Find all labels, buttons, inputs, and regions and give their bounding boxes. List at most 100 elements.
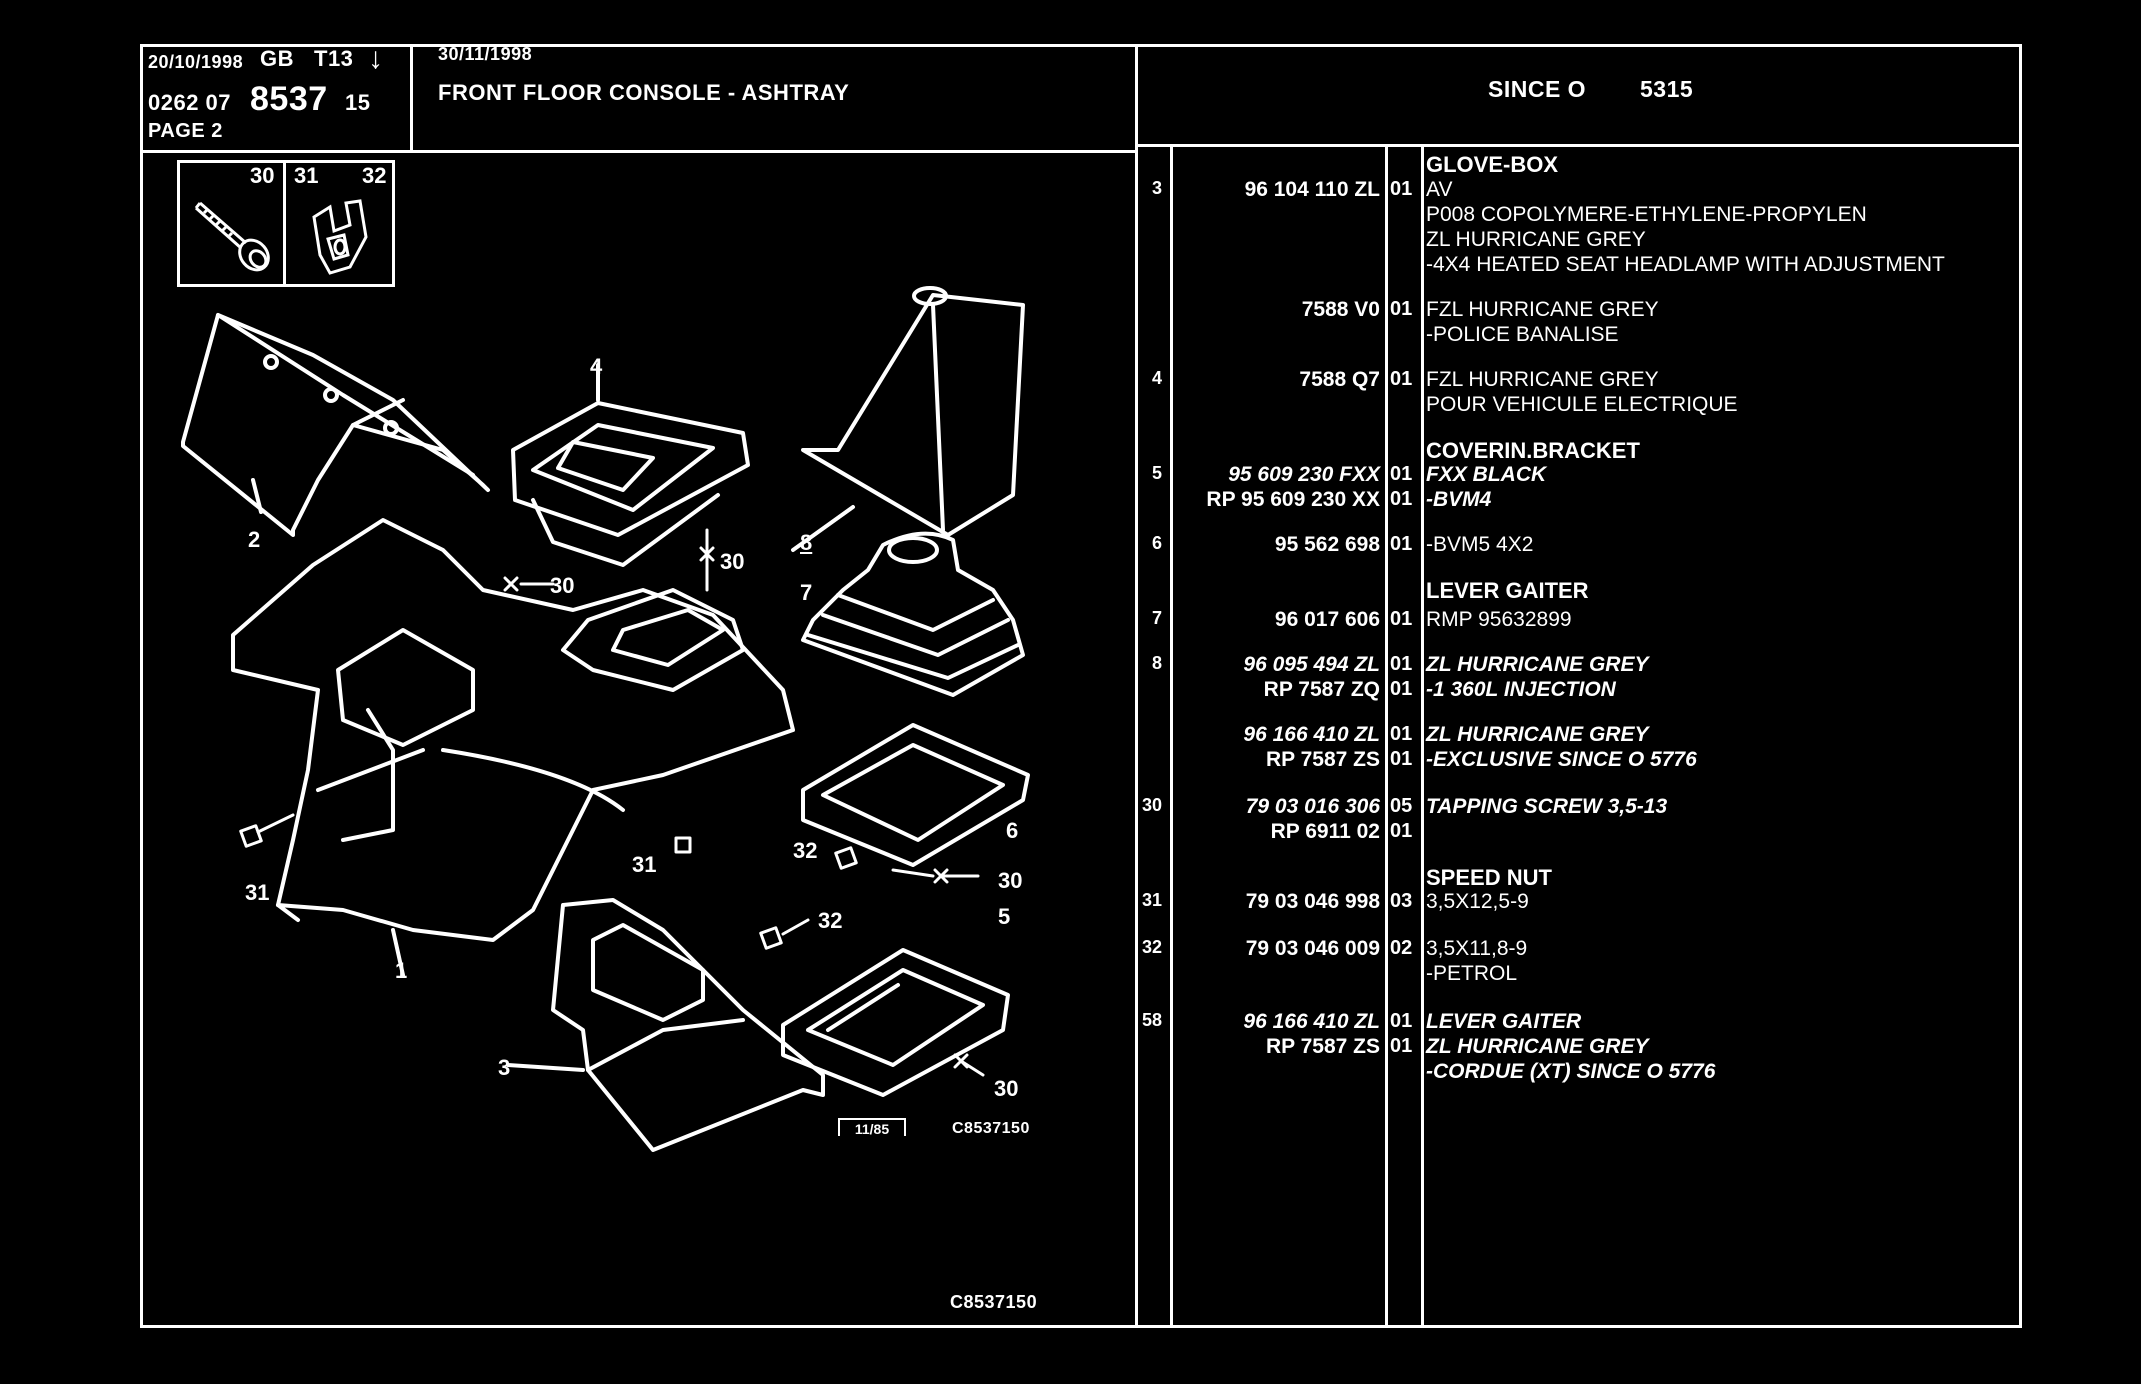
part-reference: 7588 Q7: [1299, 368, 1380, 391]
part-description: -CORDUE (XT) SINCE O 5776: [1426, 1060, 1716, 1083]
part-quantity: 03: [1390, 890, 1413, 912]
part-index: 6: [1151, 533, 1162, 553]
part-description: -POLICE BANALISE: [1426, 323, 1619, 346]
part-description: -BVM5 4X2: [1426, 533, 1534, 556]
part-reference: 96 104 110 ZL: [1244, 178, 1380, 201]
part-quantity: 01: [1390, 723, 1413, 745]
part-quantity: 01: [1390, 463, 1413, 485]
part-quantity: 01: [1390, 488, 1413, 510]
part-quantity: 01: [1390, 653, 1413, 675]
part-index: 32: [1141, 937, 1162, 957]
part-description: LEVER GAITER: [1426, 1010, 1582, 1033]
part-description: -PETROL: [1426, 962, 1518, 985]
part-reference: RP 7587 ZS: [1265, 1035, 1380, 1058]
part-description: 3,5X11,8-9: [1426, 937, 1528, 960]
part-quantity: 01: [1390, 368, 1413, 390]
part-reference: 96 095 494 ZL: [1243, 653, 1380, 676]
part-description: 3,5X12,5-9: [1426, 890, 1529, 913]
part-index: 5: [1151, 463, 1162, 483]
part-reference: RP 7587 ZQ: [1263, 678, 1380, 701]
part-description: -EXCLUSIVE SINCE O 5776: [1426, 748, 1697, 771]
date-stamp-text: 11/85: [854, 1121, 890, 1137]
ref-main: 8537: [250, 80, 328, 118]
region-code: GB: [260, 46, 294, 71]
callout-6: 6: [1006, 818, 1019, 843]
section-heading: LEVER GAITER: [1426, 578, 1589, 603]
part-index: 58: [1141, 1010, 1162, 1030]
part-reference: 95 609 230 FXX: [1228, 463, 1380, 486]
inset-label-30: 30: [250, 163, 275, 188]
callout-5: 5: [998, 904, 1011, 929]
part-quantity: 01: [1390, 748, 1413, 770]
inset-divider: [283, 163, 286, 287]
callout-3: 3: [498, 1055, 511, 1080]
down-arrow-icon: ↓: [368, 42, 384, 75]
since-value: 5315: [1640, 76, 1694, 102]
part-reference: 79 03 046 009: [1245, 937, 1380, 960]
date-right: 30/11/1998: [438, 44, 533, 64]
part-reference: 96 017 606: [1274, 608, 1380, 631]
exploded-drawing: [181, 286, 1030, 1152]
part-2-shape: [181, 313, 490, 537]
part-index: 4: [1151, 368, 1162, 388]
part-reference: 95 562 698: [1274, 533, 1380, 556]
part-description: ZL HURRICANE GREY: [1426, 723, 1649, 746]
callout-30-a: 30: [550, 573, 575, 598]
part-quantity: 01: [1390, 533, 1413, 555]
part-5-shape: [781, 948, 1010, 1097]
part-description: FZL HURRICANE GREY: [1426, 368, 1659, 391]
part-reference: 7588 V0: [1301, 298, 1380, 321]
part-reference: 79 03 016 306: [1245, 795, 1380, 818]
drawing-code: C8537150: [952, 1120, 1030, 1137]
callout-2: 2: [248, 527, 261, 552]
section-heading: SPEED NUT: [1426, 865, 1552, 890]
part-description: RMP 95632899: [1426, 608, 1572, 631]
part-reference: 79 03 046 998: [1245, 890, 1380, 913]
ref-suffix: 15: [345, 90, 371, 115]
part-description: POUR VEHICULE ELECTRIQUE: [1426, 393, 1738, 416]
part-description: ZL HURRICANE GREY: [1426, 653, 1649, 676]
header-rule-right: [1135, 144, 2022, 147]
part-3-shape: [506, 898, 825, 1152]
part-index: 8: [1151, 653, 1162, 673]
part-description: -BVM4: [1426, 488, 1492, 511]
col-divider-1: [1170, 146, 1173, 1328]
header-rule-left: [140, 150, 1136, 153]
inset-label-31: 31: [294, 163, 319, 188]
part-reference: RP 6911 02: [1270, 820, 1380, 843]
callout-30-d: 30: [994, 1076, 1019, 1101]
callout-32-b: 32: [818, 908, 843, 933]
part-1-shape: [231, 518, 795, 977]
fastener-inset: 30 31 32: [177, 160, 395, 287]
part-reference: 96 166 410 ZL: [1243, 723, 1380, 746]
callout-8: 8: [800, 530, 813, 555]
part-quantity: 02: [1390, 937, 1413, 959]
callout-30-c: 30: [998, 868, 1023, 893]
part-index: 30: [1141, 795, 1162, 815]
callout-4: 4: [590, 354, 603, 379]
part-description: -4X4 HEATED SEAT HEADLAMP WITH ADJUSTMEN…: [1426, 253, 1945, 276]
callout-1: 1: [395, 958, 408, 983]
part-quantity: 01: [1390, 820, 1413, 842]
footer-code: C8537150: [950, 1292, 1038, 1312]
part-quantity: 01: [1390, 1010, 1413, 1032]
part-index: 3: [1151, 178, 1162, 198]
part-description: FXX BLACK: [1426, 463, 1547, 486]
col-divider-2: [1385, 146, 1388, 1328]
fastener-marks: [239, 528, 985, 1077]
part-description: TAPPING SCREW 3,5-13: [1426, 795, 1668, 818]
part-index: 7: [1151, 608, 1162, 628]
part-reference: RP 7587 ZS: [1265, 748, 1380, 771]
part-quantity: 01: [1390, 1035, 1413, 1057]
part-description: AV: [1426, 178, 1453, 201]
part-8-shape: [791, 286, 1025, 552]
divider-header-left: [410, 44, 413, 152]
part-reference: RP 95 609 230 XX: [1206, 488, 1380, 511]
part-reference: 96 166 410 ZL: [1243, 1010, 1380, 1033]
section-heading: GLOVE-BOX: [1426, 152, 1559, 177]
callout-32-a: 32: [793, 838, 818, 863]
speed-nut-icon: [312, 199, 368, 275]
part-description: ZL HURRICANE GREY: [1426, 228, 1646, 251]
part-4-shape: [511, 363, 750, 567]
